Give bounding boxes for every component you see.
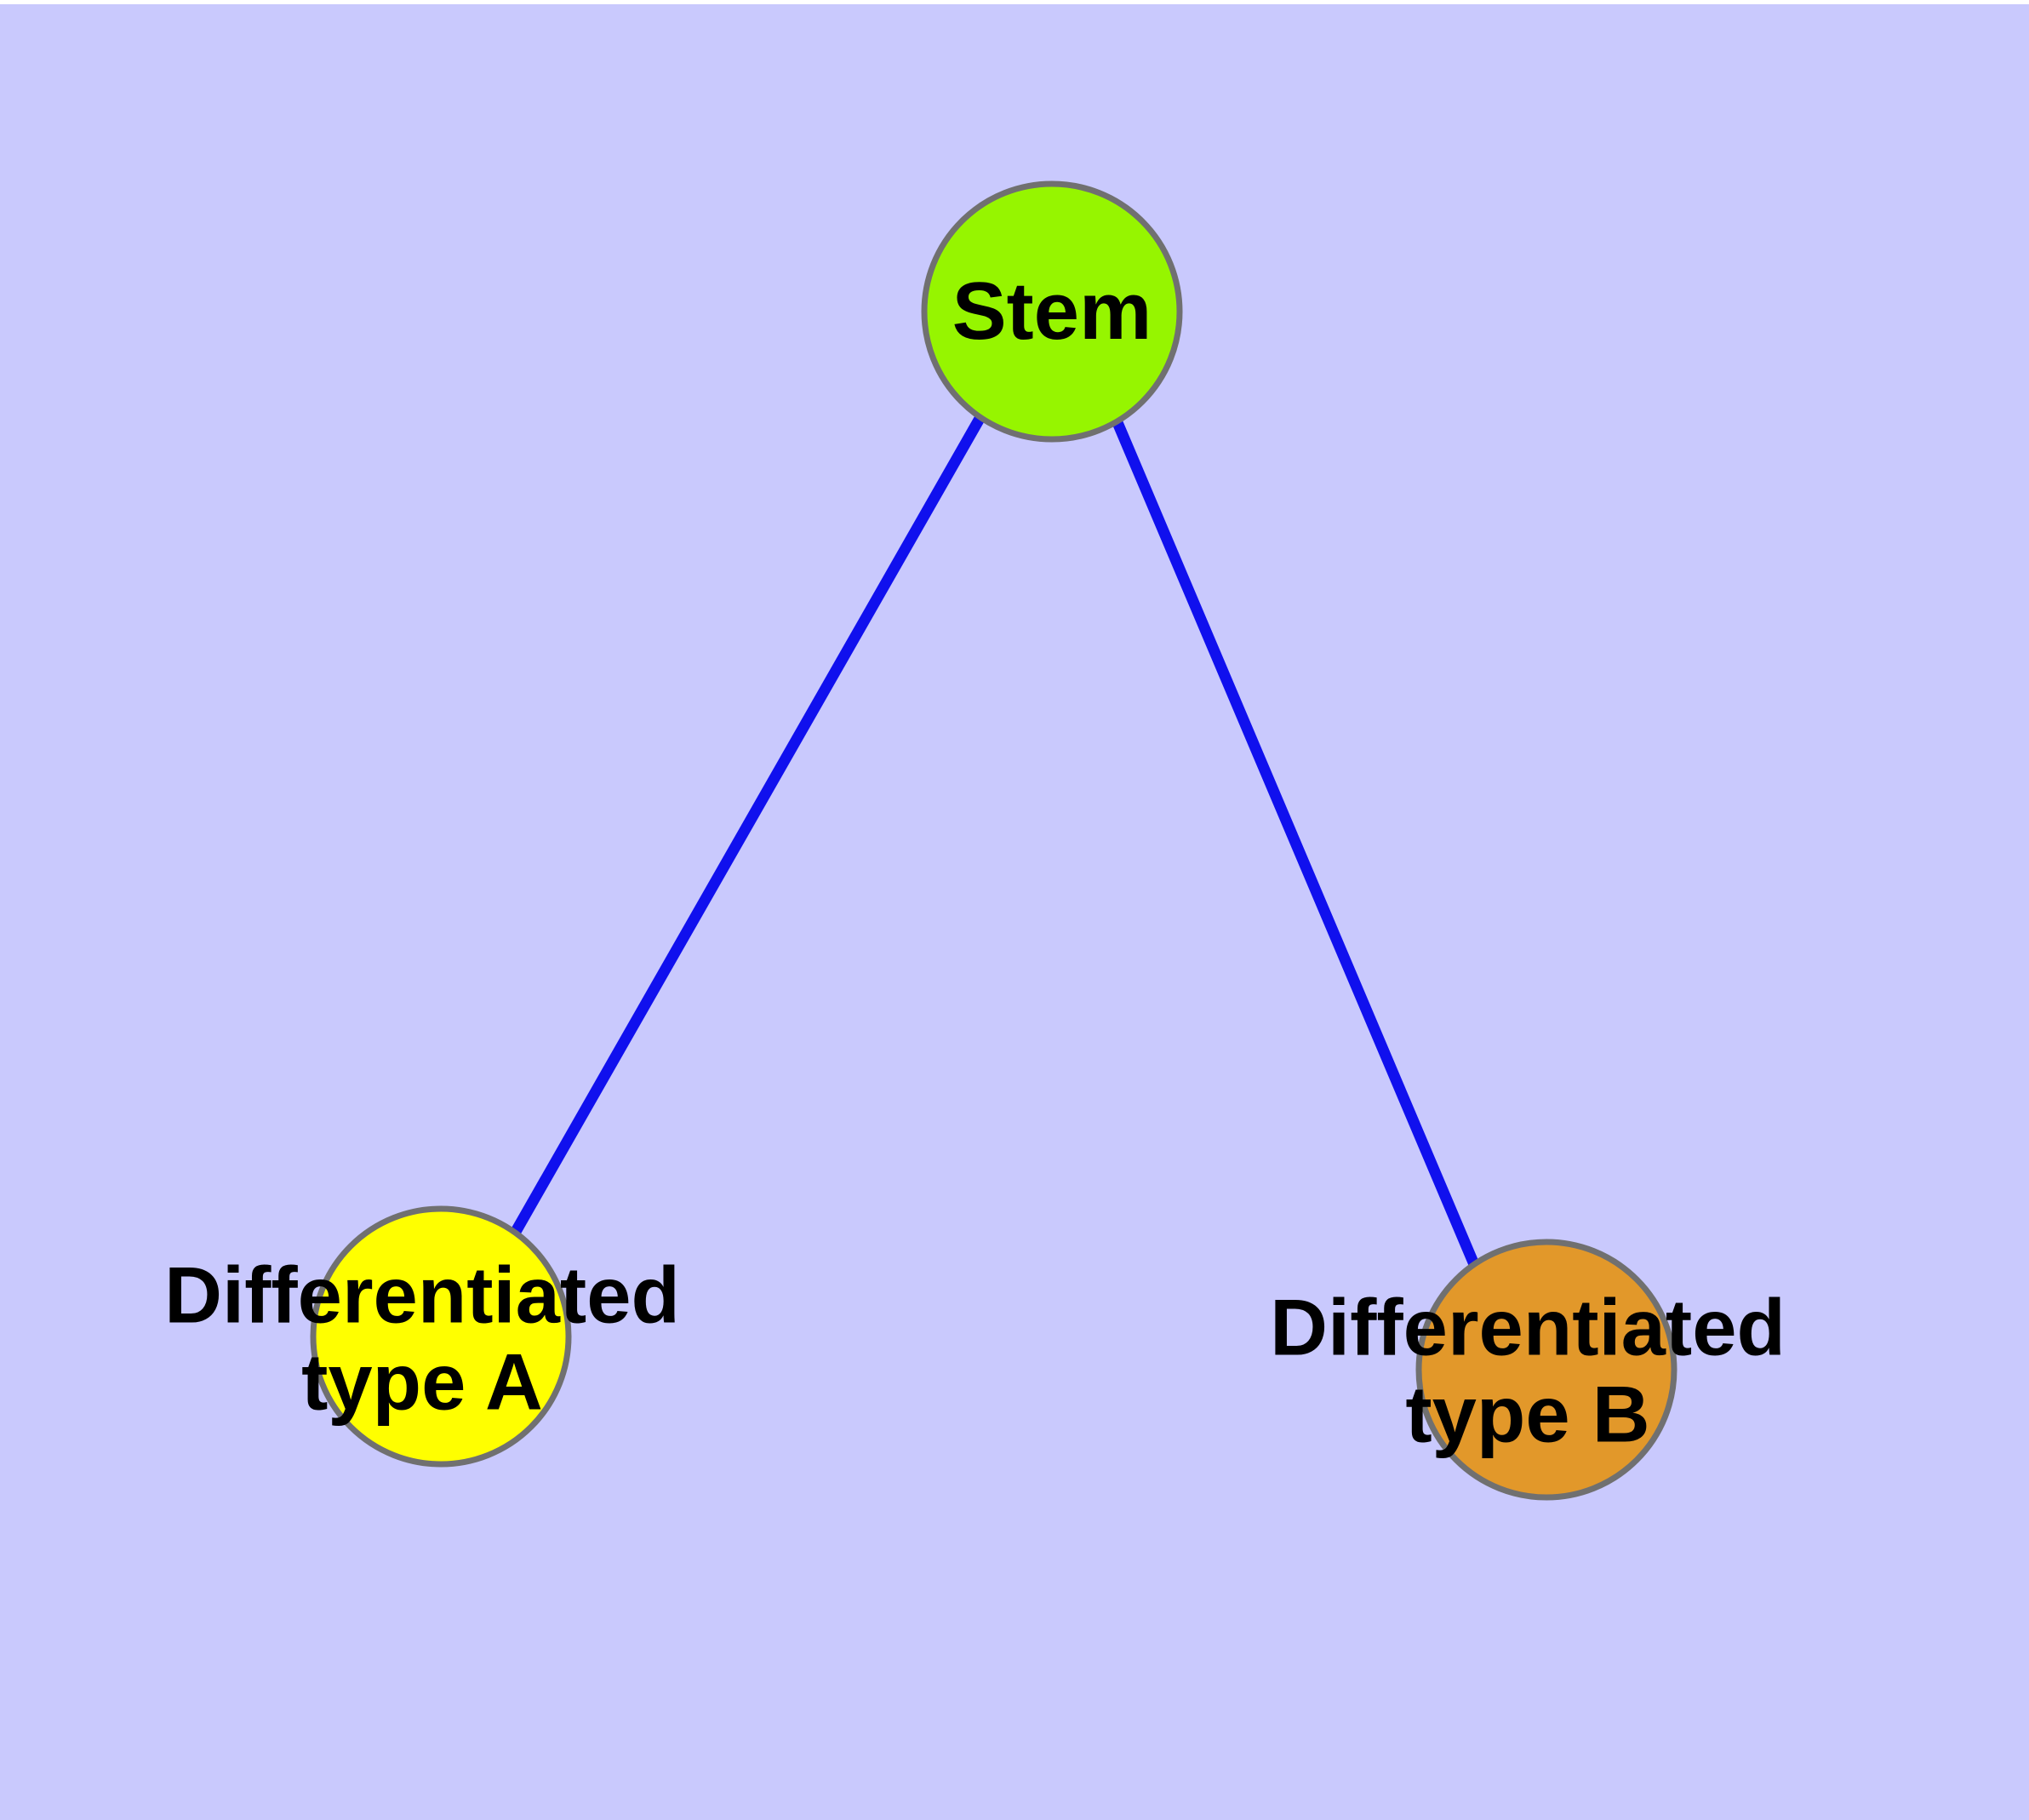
node-diff-a[interactable] [310,1205,572,1468]
node-diff-b[interactable] [1415,1239,1677,1501]
edge-layer [508,414,1481,1271]
edge-stem-to-diff-b[interactable] [1112,418,1481,1271]
node-layer [310,180,1677,1501]
edge-stem-to-diff-a[interactable] [508,414,986,1239]
node-stem[interactable] [921,180,1183,443]
